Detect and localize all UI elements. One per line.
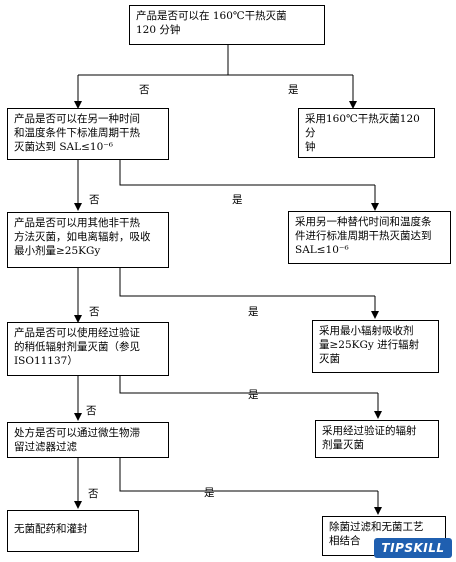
- connector-q2-yes: [119, 160, 375, 186]
- result-box-r2: 采用另一种替代时间和温度条 件进行标准周期干热灭菌达到 SAL≤10⁻⁶: [288, 211, 451, 264]
- label-q5-no: 否: [88, 488, 99, 500]
- connector-q1-split: [78, 45, 353, 76]
- label-q4-yes: 是: [248, 389, 259, 401]
- label-q2-yes: 是: [232, 194, 243, 206]
- label-q1-yes: 是: [288, 84, 299, 96]
- decision-box-q3: 产品是否可以用其他非干热 方法灭菌，如电离辐射，吸收 最小剂量≥25KGy: [7, 212, 169, 268]
- decision-box-q4: 产品是否可以使用经过验证 的稍低辐射剂量灭菌（参见 ISO11137）: [7, 322, 169, 376]
- label-q5-yes: 是: [204, 487, 215, 499]
- result-box-r3: 采用最小辐射吸收剂 量≥25KGy 进行辐射 灭菌: [312, 320, 439, 373]
- label-q2-no: 否: [89, 194, 100, 206]
- decision-box-q5: 处方是否可以通过微生物滞 留过滤器过滤: [7, 422, 169, 458]
- label-q1-no: 否: [139, 84, 150, 96]
- connector-q5-yes: [119, 458, 378, 492]
- label-q3-yes: 是: [248, 306, 259, 318]
- watermark-logo: TIPSKILL: [374, 538, 452, 558]
- end-box: 无菌配药和灌封: [7, 510, 139, 552]
- result-box-r1: 采用160℃干热灭菌120 分 钟: [298, 108, 435, 158]
- label-q4-no: 否: [86, 405, 97, 417]
- decision-box-q1: 产品是否可以在 160℃干热灭菌 120 分钟: [129, 5, 325, 45]
- decision-box-q2: 产品是否可以在另一种时间 和温度条件下标准周期干热 灭菌达到 SAL≤10⁻⁶: [7, 108, 169, 160]
- label-q3-no: 否: [89, 306, 100, 318]
- connector-q4-yes: [119, 376, 378, 394]
- connector-q3-yes: [119, 268, 375, 297]
- result-box-r4: 采用经过验证的辐射 剂量灭菌: [315, 420, 439, 458]
